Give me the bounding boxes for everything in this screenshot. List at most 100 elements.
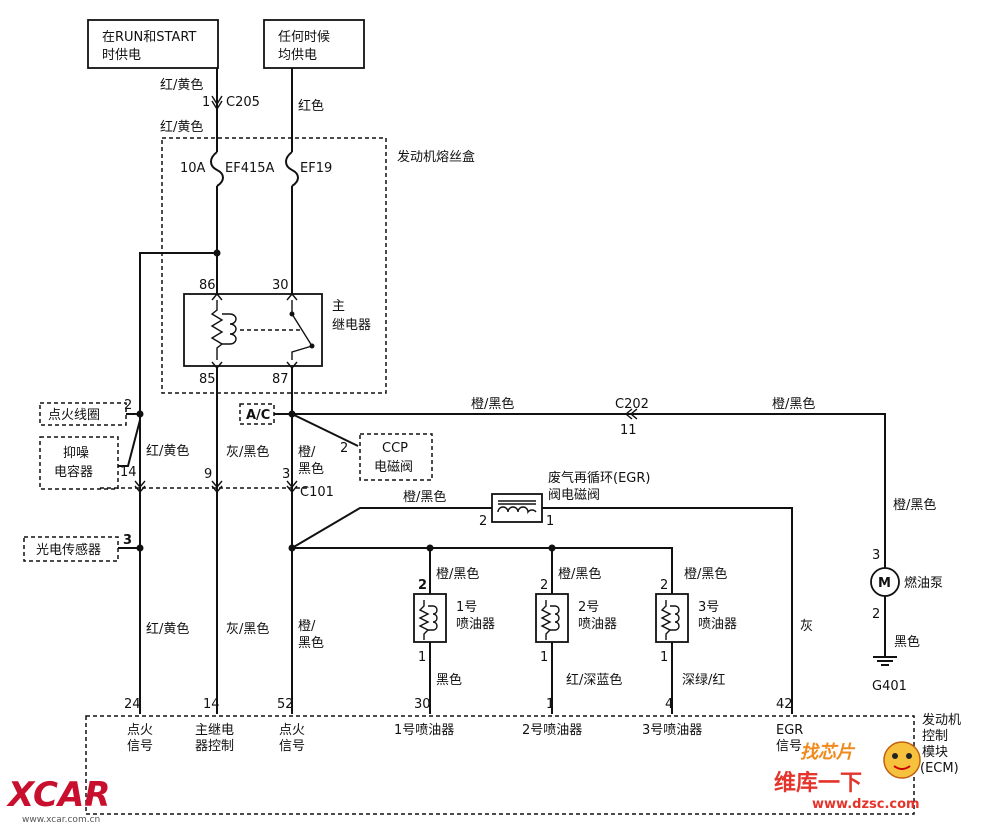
ecm-title-2: 控制	[922, 729, 948, 744]
wire-left-branch	[139, 252, 217, 548]
wire-label-gray-black-2: 灰/黑色	[226, 621, 269, 637]
wire-label-red-yellow-2: 红/黄色	[160, 119, 203, 135]
wire-egr-to-ecm	[542, 507, 793, 714]
ecm-title-3: 模块	[922, 745, 948, 760]
injector-1-bottom-pin: 1	[418, 650, 426, 665]
noise-cap-line2: 电容器	[54, 464, 93, 480]
ecm-label-inj2: 2号喷油器	[522, 723, 582, 738]
c205-label: C205	[226, 95, 260, 110]
ecm-pin-52-line1: 点火	[279, 723, 305, 738]
ecm-title-4: (ECM)	[920, 761, 959, 776]
wire-label-red-yellow-3: 红/黄色	[146, 443, 189, 459]
ignition-coil-box	[39, 402, 127, 426]
noise-cap-line1: 抑噪	[63, 446, 89, 461]
wire-label-orange-black-v1: 橙/	[298, 445, 316, 460]
ecm-title-1: 发动机	[922, 712, 961, 728]
fuel-pump-label: 燃油泵	[904, 575, 943, 591]
egr-pin-left: 2	[479, 514, 487, 529]
wire-label-orange-black-inj3: 橙/黑色	[684, 566, 727, 582]
photo-sensor-pin: 3	[123, 533, 132, 548]
ecm-label-inj1: 1号喷油器	[394, 723, 454, 738]
run-start-line2: 时供电	[102, 48, 141, 63]
ecm-pin-14-line1: 主继电	[195, 723, 234, 738]
c202-label: C202	[615, 397, 649, 412]
ccp-line2: 电磁阀	[374, 460, 413, 475]
noise-cap-pin: 14	[120, 465, 137, 480]
fuse1-rating: 10A	[180, 161, 206, 176]
c205-connector-symbol	[211, 95, 223, 106]
injector-2-top-pin: 2	[540, 578, 548, 593]
fuse2-name: EF19	[300, 161, 332, 176]
egr-line2: 阀电磁阀	[548, 488, 600, 503]
junction-ignition-coil	[136, 410, 144, 418]
run-start-power-box	[87, 19, 219, 69]
wire-label-orange-black-v2: 黑色	[298, 461, 324, 477]
c101-pin-9: 9	[204, 467, 212, 482]
wire-label-red-yellow-4: 红/黄色	[146, 621, 189, 637]
pump-top-pin: 3	[872, 548, 880, 563]
wire-label-orange-black-c202-left: 橙/黑色	[471, 396, 514, 412]
ecm-pin-30: 30	[414, 697, 431, 712]
injector-3-top-pin: 2	[660, 578, 668, 593]
ecm-pin-52-line2: 信号	[279, 739, 305, 754]
ac-label: A/C	[246, 408, 270, 423]
relay-pin-86: 86	[199, 278, 216, 293]
wire-label-red-darkblue: 红/深蓝色	[566, 672, 622, 688]
wire-label-orange-black-inj1: 橙/黑色	[436, 566, 479, 582]
always-power-box	[263, 19, 365, 69]
ecm-pin-14: 14	[203, 697, 220, 712]
dzsc-url: www.dzsc.com	[812, 797, 920, 812]
wire-label-orange-black-v4: 黑色	[298, 635, 324, 651]
run-start-line1: 在RUN和START	[102, 30, 196, 45]
wire-label-red: 红色	[298, 98, 324, 114]
wire-to-fuel-pump	[292, 413, 886, 568]
always-line1: 任何时候	[278, 29, 330, 45]
photo-sensor-label: 光电传感器	[36, 542, 101, 558]
wire-to-ccp	[291, 413, 359, 447]
xcar-logo: XCAR	[6, 775, 110, 815]
ecm-label-inj3: 3号喷油器	[642, 723, 702, 738]
ecm-pin-24-line2: 信号	[127, 739, 153, 754]
ccp-solenoid-box	[359, 433, 433, 481]
wire-label-red-yellow-1: 红/黄色	[160, 77, 203, 93]
mascot-icon	[883, 741, 921, 779]
injector-3-name-line1: 3号	[698, 600, 719, 615]
wire-label-gray-black-1: 灰/黑色	[226, 444, 269, 460]
injector-2-name-line2: 喷油器	[578, 617, 617, 632]
ecm-pin-24-line1: 点火	[127, 723, 153, 738]
wire-label-black-pump: 黑色	[894, 634, 920, 650]
relay-coil-resistor	[210, 300, 224, 360]
wire-injector-bus	[292, 547, 673, 580]
relay-title-1: 主	[332, 299, 345, 314]
relay-coil	[222, 313, 237, 345]
wire-label-orange-black-egr: 橙/黑色	[403, 489, 446, 505]
ground-label: G401	[872, 679, 907, 694]
weiku-logo: 维库一下	[774, 770, 862, 796]
ecm-pin-52: 52	[277, 697, 294, 712]
relay-title-2: 继电器	[332, 318, 371, 333]
engine-fuse-box	[161, 137, 387, 394]
ignition-coil-label: 点火线圈	[48, 408, 100, 423]
injector-1-top-pin: 2	[418, 578, 427, 593]
fuse-box-title: 发动机熔丝盒	[397, 149, 475, 165]
ecm-pin-42-line2: 信号	[776, 739, 802, 754]
pump-bottom-pin: 2	[872, 607, 880, 622]
wire-label-orange-black-v3: 橙/	[298, 619, 316, 634]
ecm-pin-42-line1: EGR	[776, 723, 803, 738]
xcar-url: www.xcar.com.cn	[22, 815, 100, 825]
injector-2-name-line1: 2号	[578, 600, 599, 615]
relay-switch	[291, 313, 313, 347]
fuse-ef415a	[210, 151, 224, 187]
wire-label-orange-black-inj2: 橙/黑色	[558, 566, 601, 582]
wire-label-orange-black-pump: 橙/黑色	[893, 497, 936, 513]
injector-2-bottom-pin: 1	[540, 650, 548, 665]
fuse1-name: EF415A	[225, 161, 275, 176]
egr-line1: 废气再循环(EGR)	[548, 470, 650, 486]
injector-1-name-line2: 喷油器	[456, 617, 495, 632]
wire-label-gray: 灰	[800, 619, 813, 634]
fuse-ef19	[285, 151, 299, 187]
ccp-line1: CCP	[382, 441, 408, 456]
ecm-pin-4: 4	[665, 697, 673, 712]
ecm-pin-1: 1	[546, 697, 554, 712]
